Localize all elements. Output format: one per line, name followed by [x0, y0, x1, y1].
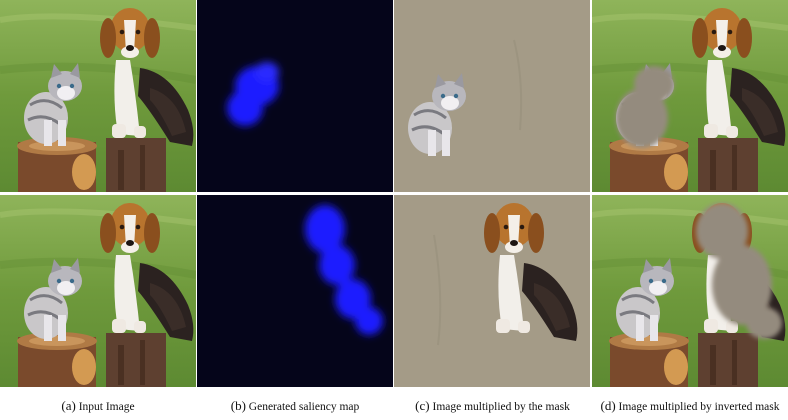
caption-label: (b) [230, 398, 246, 413]
caption-text: Image multiplied by the mask [432, 401, 570, 413]
input-image-top [0, 0, 196, 192]
caption-d: (d) Image multiplied by inverted mask [592, 398, 788, 416]
masked-image-bottom [394, 195, 590, 387]
input-image-bottom [0, 195, 196, 387]
caption-label: (a) [61, 398, 76, 413]
caption-b: (b) Generated saliency map [197, 398, 393, 416]
inverted-mask-image-bottom [592, 195, 788, 387]
masked-image-top [394, 0, 590, 192]
inverted-mask-image-top [592, 0, 788, 192]
caption-text: Generated saliency map [248, 401, 360, 413]
caption-label: (d) [600, 398, 616, 413]
caption-c: (c) Image multiplied by the mask [394, 398, 591, 416]
caption-text: Image multiplied by inverted mask [618, 401, 780, 413]
caption-label: (c) [415, 398, 430, 413]
caption-text: Input Image [78, 401, 135, 413]
saliency-map-top [197, 0, 393, 192]
saliency-map-bottom [197, 195, 393, 387]
caption-a: (a) Input Image [0, 398, 196, 416]
